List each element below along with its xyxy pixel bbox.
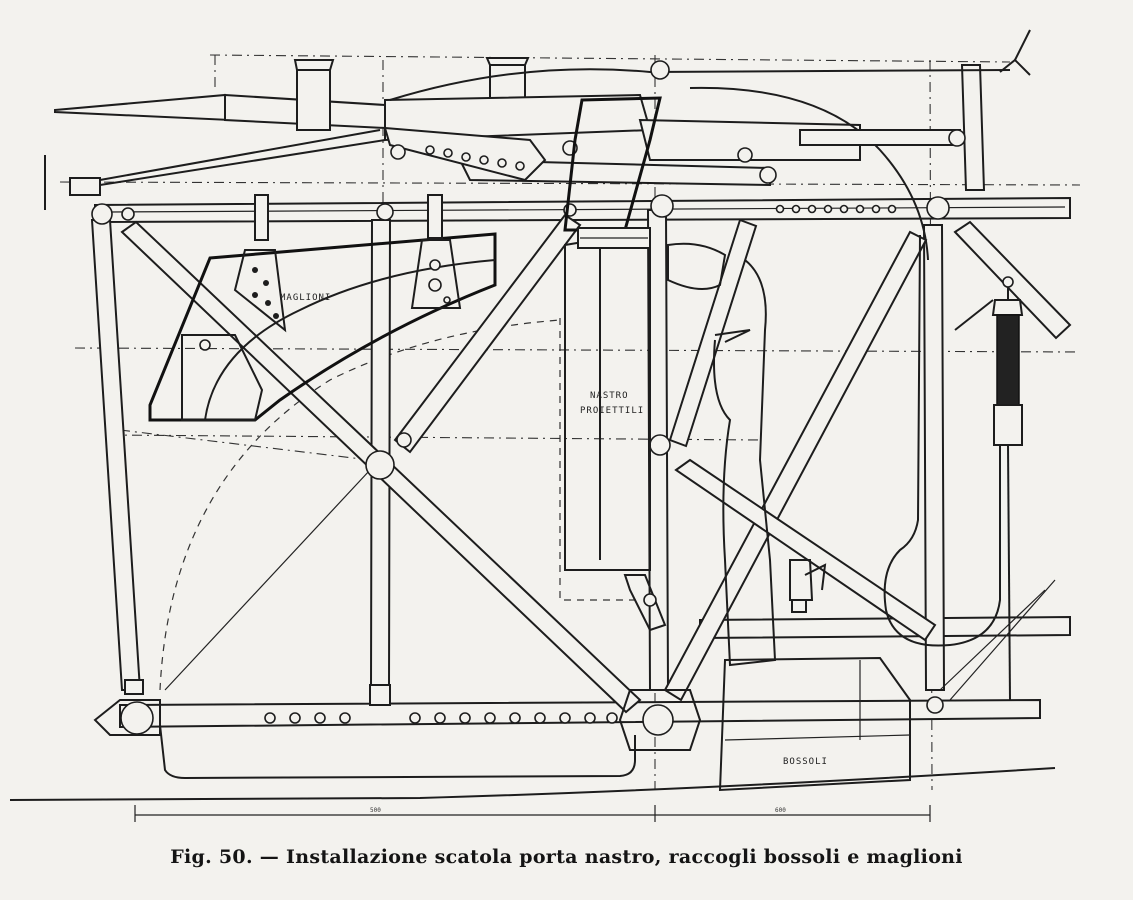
control-grip (954, 276, 1024, 701)
svg-text:500: 500 (370, 807, 381, 814)
caption-title: Installazione scatola porta nastro, racc… (286, 846, 963, 868)
diagonal-braces (120, 213, 1072, 714)
svg-text:600: 600 (775, 807, 786, 814)
flexible-hose (883, 234, 1001, 647)
gun-assembly (44, 29, 1031, 261)
node-fittings (91, 194, 950, 751)
skin-line (9, 767, 1056, 801)
lower-longeron (119, 698, 1041, 729)
figure-caption: Fig. 50. — Installazione scatola porta n… (0, 846, 1133, 868)
bossoli-chute: BOSSOLI (667, 242, 911, 792)
maglioni-label: MAGLIONI (280, 293, 331, 303)
bossoli-label: BOSSOLI (783, 757, 828, 767)
upper-longeron-holes (775, 204, 897, 214)
nastro-proiettili-box: NASTRO PROIETTILI (563, 96, 667, 632)
floor-pan (159, 724, 636, 780)
maglioni-hangers (233, 194, 462, 333)
figure-number: Fig. 50. (170, 846, 253, 868)
dimension-line: 500 600 (134, 805, 931, 822)
nastro-label-line2: PROIETTILI (580, 406, 644, 416)
caption-separator: — (259, 846, 280, 868)
lower-longeron-holes (264, 712, 618, 724)
small-bracket (714, 329, 827, 613)
nastro-label-line1: NASTRO (590, 391, 629, 401)
fuselage-drawing: 500 600 (9, 29, 1081, 822)
upper-longeron (94, 196, 1071, 224)
